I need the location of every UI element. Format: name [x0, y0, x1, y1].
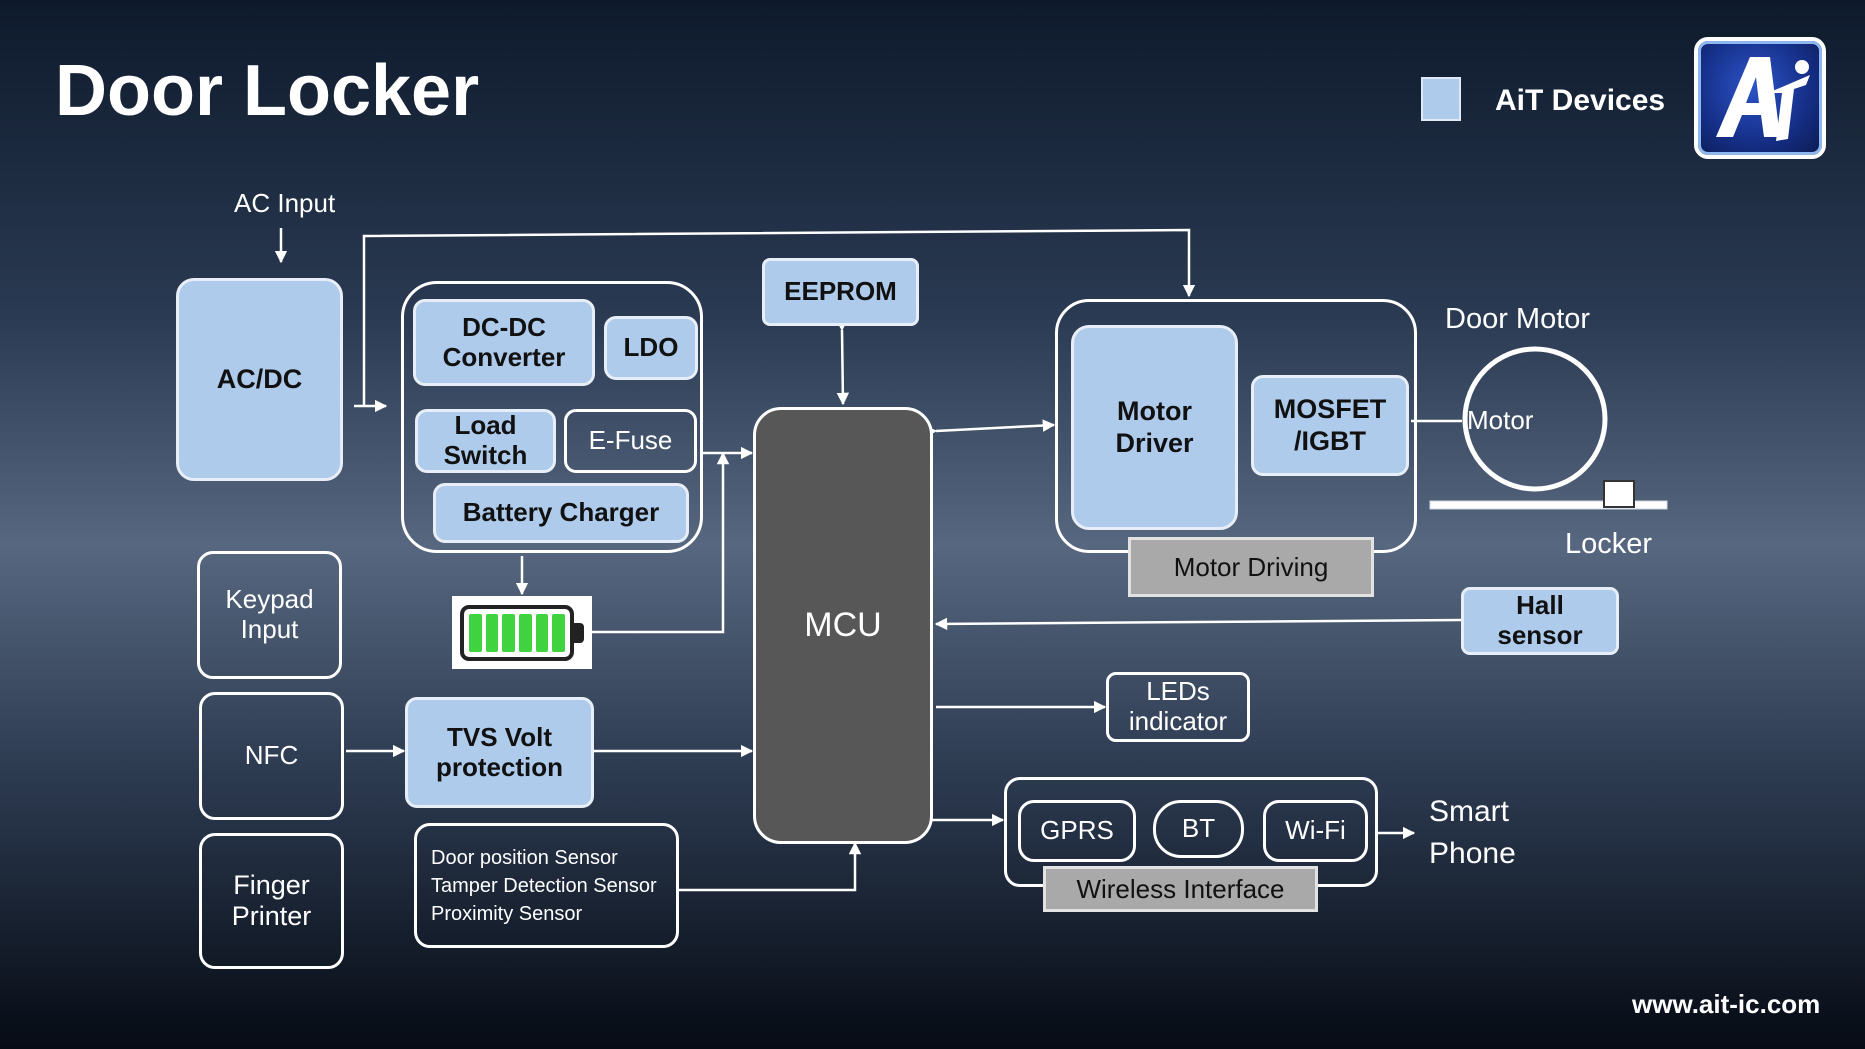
- website-url: www.ait-ic.com: [1632, 989, 1821, 1019]
- smart-phone-label-1: Smart: [1429, 795, 1510, 828]
- dcdc-line-1: DC-DC: [462, 311, 546, 342]
- power-to-motor-arrow: [362, 228, 1196, 406]
- mcu-block: MCU: [753, 407, 933, 844]
- battery-to-mcu-arrow: [592, 451, 730, 634]
- battery-icon: [452, 596, 592, 669]
- ldo-block: LDO: [604, 316, 698, 380]
- gprs-block: GPRS: [1018, 800, 1136, 862]
- load-switch-line-2: Switch: [443, 440, 528, 470]
- ait-logo: [1694, 37, 1826, 159]
- smart-phone-label-2: Phone: [1429, 837, 1516, 870]
- keypad-line-1: Keypad: [225, 584, 314, 615]
- motor-driving-label: Motor Driving: [1128, 537, 1374, 597]
- tvs-line-1: TVS Volt: [447, 721, 552, 752]
- mosfet-line-2: /IGBT: [1294, 425, 1366, 456]
- sensors-block: Door position Sensor Tamper Detection Se…: [414, 823, 679, 948]
- motor-driver-line-1: Motor: [1117, 396, 1192, 427]
- hall-sensor-block: Hall sensor: [1461, 587, 1619, 655]
- load-switch-block: Load Switch: [415, 409, 556, 473]
- leds-indicator-block: LEDs indicator: [1106, 672, 1250, 742]
- door-motor-label: Door Motor: [1445, 303, 1591, 335]
- mosfet-line-1: MOSFET: [1273, 394, 1387, 425]
- keypad-input-block: Keypad Input: [197, 551, 342, 679]
- page-title: Door Locker: [55, 51, 480, 131]
- leds-line-1: LEDs: [1146, 676, 1210, 707]
- keypad-line-2: Input: [240, 614, 299, 644]
- eeprom-block: EEPROM: [762, 258, 919, 326]
- tvs-protection-block: TVS Volt protection: [405, 697, 594, 808]
- wireless-interface-label: Wireless Interface: [1043, 866, 1318, 912]
- sensors-to-mcu-arrow: [679, 841, 862, 892]
- finger-line-1: Finger: [233, 869, 310, 900]
- battery-cell: [469, 614, 482, 652]
- wifi-block: Wi-Fi: [1263, 800, 1368, 862]
- locker-label: Locker: [1565, 528, 1653, 560]
- motor-driver-block: Motor Driver: [1071, 325, 1238, 530]
- mosfet-igbt-block: MOSFET /IGBT: [1251, 375, 1409, 476]
- ait-logo-mark: [1716, 57, 1810, 141]
- bt-block: BT: [1153, 800, 1244, 858]
- acdc-block: AC/DC: [176, 278, 343, 481]
- sensor-door-position: Door position Sensor: [431, 846, 618, 869]
- hall-line-1: Hall: [1516, 590, 1564, 621]
- dcdc-converter-block: DC-DC Converter: [413, 299, 595, 386]
- motor-label: Motor: [1467, 405, 1534, 435]
- battery-cell: [519, 614, 532, 652]
- legend-swatch: [1421, 77, 1461, 121]
- efuse-block: E-Fuse: [564, 409, 697, 473]
- tvs-line-2: protection: [435, 751, 564, 782]
- motor-circle: [1462, 346, 1608, 492]
- battery-cell: [535, 614, 549, 652]
- leds-line-2: indicator: [1128, 706, 1228, 736]
- battery-cell: [552, 614, 566, 652]
- finger-line-2: Printer: [231, 901, 312, 931]
- mcu-motor-arrow: [924, 419, 1056, 438]
- battery-cell: [502, 614, 516, 652]
- motor-driver-line-2: Driver: [1115, 427, 1194, 458]
- legend-label: AiT Devices: [1495, 84, 1666, 117]
- hall-to-mcu-arrow: [934, 617, 1462, 631]
- locker-bolt: [1603, 480, 1635, 508]
- sensor-proximity: Proximity Sensor: [431, 902, 583, 925]
- dcdc-line-2: Converter: [442, 341, 566, 372]
- battery-terminal: [574, 623, 584, 643]
- ac-input-label: AC Input: [234, 188, 336, 218]
- battery-body: [460, 605, 574, 661]
- power-group: [401, 281, 703, 553]
- finger-printer-block: Finger Printer: [199, 833, 344, 969]
- sensor-tamper: Tamper Detection Sensor: [431, 874, 657, 897]
- load-switch-line-1: Load: [454, 410, 517, 441]
- locker-rail: [1429, 500, 1668, 510]
- battery-cell: [485, 614, 499, 652]
- hall-line-2: sensor: [1497, 620, 1583, 650]
- eeprom-mcu-arrow: [835, 318, 850, 406]
- nfc-block: NFC: [199, 692, 344, 820]
- battery-charger-block: Battery Charger: [433, 483, 689, 543]
